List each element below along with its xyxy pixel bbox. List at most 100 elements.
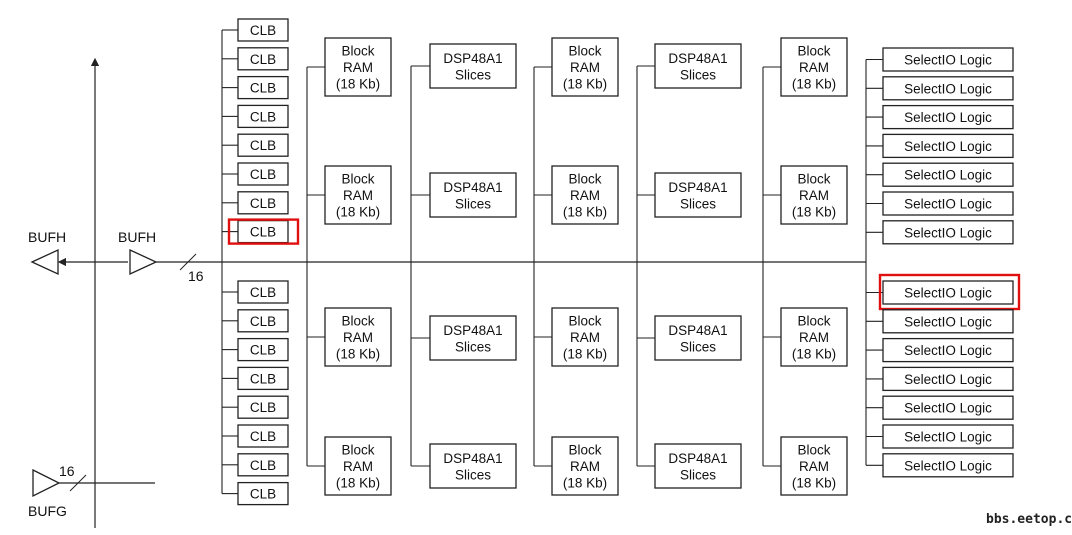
selectio-box bbox=[882, 366, 1014, 392]
dsp-slice-label: DSP48A1 bbox=[668, 451, 727, 466]
block-ram-box bbox=[324, 165, 392, 225]
block-ram-box bbox=[551, 436, 619, 496]
clb-box bbox=[237, 75, 289, 100]
selectio-label: SelectIO Logic bbox=[904, 225, 992, 240]
block-ram-label: Block bbox=[797, 443, 830, 458]
clb-box bbox=[237, 309, 289, 333]
dsp-slice-label: Slices bbox=[680, 339, 716, 354]
block-ram-label: (18 Kb) bbox=[792, 77, 836, 92]
block-ram-label: Block bbox=[568, 314, 601, 329]
clb-box bbox=[237, 366, 289, 391]
block-ram-label: (18 Kb) bbox=[563, 476, 607, 491]
bufg-buffer bbox=[32, 468, 155, 498]
block-ram-label: Block bbox=[568, 443, 601, 458]
block-ram-label: RAM bbox=[343, 330, 373, 345]
block-ram-box bbox=[551, 37, 619, 97]
block-ram-box bbox=[551, 307, 619, 367]
clb-highlight-frame bbox=[227, 218, 300, 245]
block-ram-label: Block bbox=[341, 443, 374, 458]
selectio-box bbox=[882, 162, 1014, 187]
dsp-slice-label: Slices bbox=[680, 467, 716, 482]
selectio-box bbox=[882, 47, 1014, 72]
clb-label: CLB bbox=[250, 487, 276, 502]
block-ram-label: Block bbox=[341, 314, 374, 329]
dsp-slice-label: DSP48A1 bbox=[443, 51, 502, 66]
block-ram-label: RAM bbox=[799, 188, 829, 203]
block-ram-label: RAM bbox=[799, 459, 829, 474]
dsp-slice-label: Slices bbox=[455, 196, 491, 211]
selectio-box bbox=[882, 309, 1014, 334]
block-ram-box bbox=[324, 436, 392, 496]
clb-box bbox=[237, 395, 289, 419]
dsp-slice-label: Slices bbox=[455, 67, 491, 82]
clb-label: CLB bbox=[250, 371, 276, 386]
selectio-box bbox=[882, 104, 1014, 130]
clb-box bbox=[237, 133, 289, 157]
block-ram-box bbox=[324, 307, 392, 367]
dsp-slice-box bbox=[429, 43, 517, 89]
bufg-label: BUFG bbox=[28, 503, 67, 519]
clb-column: CLBCLBCLBCLBCLBCLBCLBCLBCLBCLBCLBCLBCLBC… bbox=[221, 18, 300, 506]
selectio-box bbox=[882, 220, 1014, 245]
block-ram-label: RAM bbox=[799, 60, 829, 75]
clb-label: CLB bbox=[250, 138, 276, 153]
block-ram-label: Block bbox=[568, 172, 601, 187]
clb-box bbox=[237, 453, 289, 477]
bufh-left-label: BUFH bbox=[28, 229, 66, 245]
block-ram-label: Block bbox=[341, 172, 374, 187]
block-ram-label: Block bbox=[568, 44, 601, 59]
bufh-left-buffer bbox=[30, 248, 59, 276]
selectio-label: SelectIO Logic bbox=[904, 343, 992, 358]
dsp-slice-label: Slices bbox=[680, 196, 716, 211]
block-ram-box bbox=[324, 37, 392, 97]
block-ram-label: RAM bbox=[570, 459, 600, 474]
selectio-label: SelectIO Logic bbox=[904, 168, 992, 183]
dsp-slice-label: DSP48A1 bbox=[668, 180, 727, 195]
clb-label: CLB bbox=[250, 285, 276, 300]
bus-width-label-g: 16 bbox=[59, 463, 75, 479]
bufh-right-label: BUFH bbox=[118, 229, 156, 245]
clb-box bbox=[237, 162, 289, 186]
block-ram-label: (18 Kb) bbox=[336, 476, 380, 491]
selectio-label: SelectIO Logic bbox=[904, 372, 992, 387]
selectio-label: SelectIO Logic bbox=[904, 110, 992, 125]
selectio-box bbox=[882, 191, 1014, 216]
block-ram-label: (18 Kb) bbox=[563, 205, 607, 220]
clb-box bbox=[237, 47, 289, 71]
block-ram-label: (18 Kb) bbox=[792, 205, 836, 220]
selectio-label: SelectIO Logic bbox=[904, 286, 992, 301]
dsp-slice-label: DSP48A1 bbox=[668, 323, 727, 338]
selectio-label: SelectIO Logic bbox=[904, 430, 992, 445]
dsp-slice-label: Slices bbox=[680, 67, 716, 82]
clb-box bbox=[237, 337, 289, 362]
block-ram-label: RAM bbox=[570, 60, 600, 75]
block-ram-label: (18 Kb) bbox=[792, 347, 836, 362]
watermark-text: bbs.eetop.cn bbox=[986, 512, 1072, 527]
block-ram-label: Block bbox=[341, 44, 374, 59]
clb-label: CLB bbox=[250, 314, 276, 329]
block-ram-label: RAM bbox=[343, 60, 373, 75]
clb-label: CLB bbox=[250, 196, 276, 211]
selectio-box bbox=[882, 76, 1014, 101]
bufh-right-buffer bbox=[129, 248, 158, 276]
horizontal-clock-line bbox=[57, 253, 866, 271]
selectio-label: SelectIO Logic bbox=[904, 401, 992, 416]
selectio-label: SelectIO Logic bbox=[904, 197, 992, 212]
dsp-slice-label: DSP48A1 bbox=[443, 451, 502, 466]
selectio-box bbox=[882, 395, 1014, 420]
clb-label: CLB bbox=[250, 429, 276, 444]
block-ram-label: Block bbox=[797, 172, 830, 187]
clb-box bbox=[237, 280, 289, 304]
dsp-slice-box bbox=[654, 315, 742, 361]
selectio-highlight-frame bbox=[878, 273, 1021, 311]
selectio-box bbox=[882, 337, 1014, 363]
clb-label: CLB bbox=[250, 52, 276, 67]
dsp-slice-label: DSP48A1 bbox=[443, 180, 502, 195]
block-ram-box bbox=[780, 165, 848, 225]
selectio-label: SelectIO Logic bbox=[904, 81, 992, 96]
block-ram-label: RAM bbox=[570, 330, 600, 345]
